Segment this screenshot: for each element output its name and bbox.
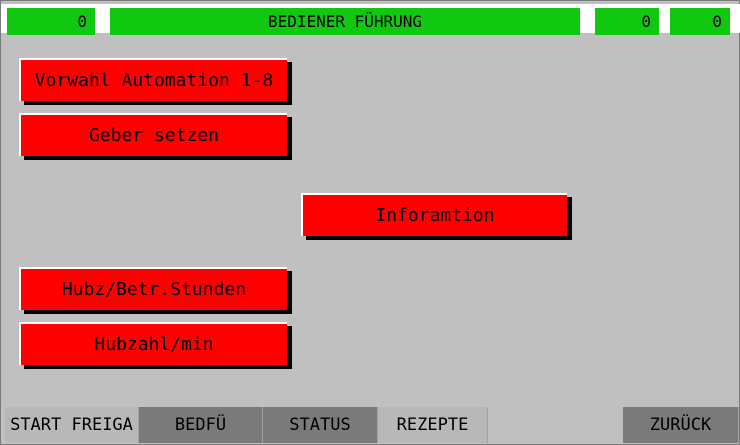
empty-key-slot: [488, 407, 623, 443]
bedfue-key[interactable]: BEDFÜ: [139, 407, 263, 443]
hubzahl-min-button[interactable]: Hubzahl/min: [19, 322, 287, 365]
page-title: BEDIENER FÜHRUNG: [110, 8, 580, 35]
function-key-bar: START FREIGA BEDFÜ STATUS REZEPTE ZURÜCK: [5, 407, 739, 443]
right-counter-1: 0: [595, 8, 659, 35]
vorwahl-automation-button[interactable]: Vorwahl Automation 1-8: [19, 58, 287, 101]
geber-setzen-button[interactable]: Geber setzen: [19, 113, 287, 156]
rezepte-key[interactable]: REZEPTE: [378, 407, 488, 443]
hubz-betr-stunden-button[interactable]: Hubz/Betr.Stunden: [19, 267, 287, 310]
header-bar: 0 BEDIENER FÜHRUNG 0 0: [1, 4, 740, 35]
left-counter: 0: [7, 8, 95, 35]
zurueck-key[interactable]: ZURÜCK: [623, 407, 739, 443]
start-freiga-key[interactable]: START FREIGA: [5, 407, 139, 443]
information-button[interactable]: Inforamtion: [301, 193, 567, 236]
right-counter-2: 0: [670, 8, 730, 35]
status-key[interactable]: STATUS: [263, 407, 378, 443]
